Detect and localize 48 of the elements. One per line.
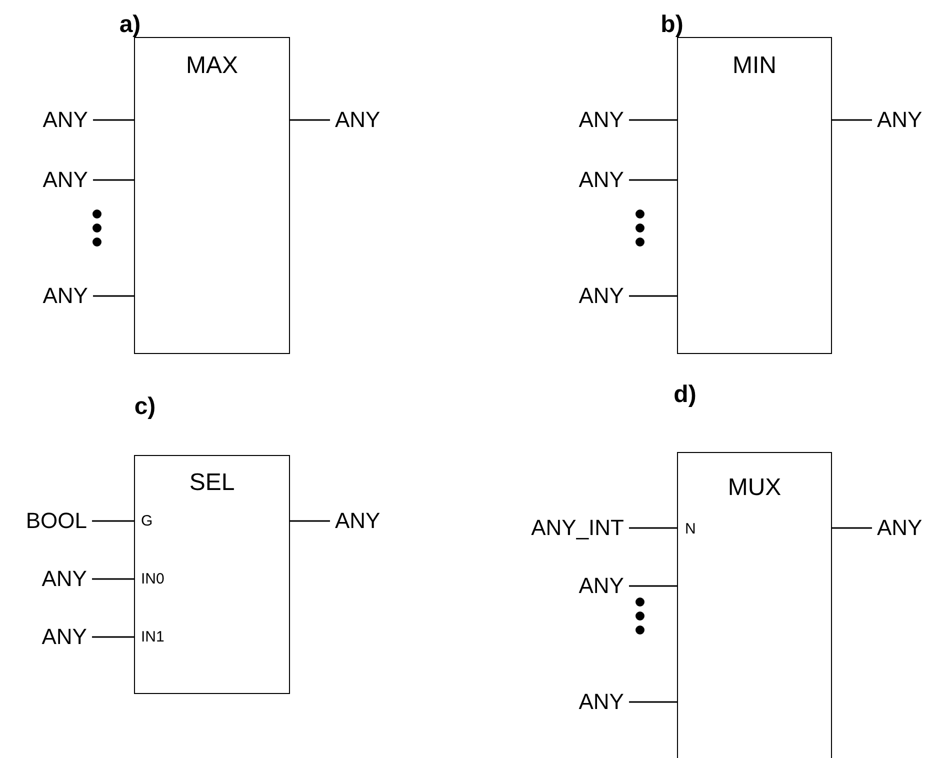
block-title: SEL — [188, 469, 236, 497]
signal-type: ANY — [335, 510, 380, 532]
function-block — [134, 37, 290, 354]
connector-line — [290, 119, 330, 121]
block-title: MUX — [726, 474, 782, 502]
block-title: MIN — [732, 52, 778, 80]
pin-name: N — [685, 522, 696, 536]
function-block — [134, 455, 290, 694]
connector-line — [92, 578, 134, 580]
connector-line — [290, 520, 330, 522]
connector-line — [629, 527, 677, 529]
pin-name: IN1 — [141, 630, 164, 644]
signal-type: ANY — [42, 285, 88, 307]
connector-line — [92, 636, 134, 638]
pin-name: G — [141, 514, 153, 528]
signal-type: ANY — [578, 109, 624, 131]
signal-type: ANY — [578, 169, 624, 191]
connector-line — [629, 179, 677, 181]
connector-line — [629, 295, 677, 297]
signal-type: BOOL — [26, 510, 87, 532]
panel-label: c) — [134, 395, 156, 419]
connector-line — [93, 119, 134, 121]
signal-type: ANY — [42, 626, 87, 648]
signal-type: ANY — [877, 517, 922, 539]
signal-type: ANY_INT — [531, 517, 624, 539]
signal-type: ANY — [877, 109, 922, 131]
function-block — [677, 37, 832, 354]
panel-label: a) — [119, 13, 141, 37]
signal-type: ANY — [42, 169, 88, 191]
connector-line — [832, 119, 872, 121]
signal-type: ANY — [578, 575, 624, 597]
panel-label: d) — [674, 383, 696, 407]
connector-line — [832, 527, 872, 529]
connector-line — [92, 520, 134, 522]
signal-type: ANY — [578, 691, 624, 713]
connector-line — [629, 119, 677, 121]
connector-line — [629, 701, 677, 703]
signal-type: ANY — [335, 109, 380, 131]
signal-type: ANY — [42, 568, 87, 590]
panel-label: b) — [660, 13, 684, 37]
function-block — [677, 452, 832, 758]
block-title: MAX — [184, 52, 239, 80]
signal-type: ANY — [578, 285, 624, 307]
pin-name: IN0 — [141, 572, 164, 586]
connector-line — [93, 179, 134, 181]
connector-line — [629, 585, 677, 587]
connector-line — [93, 295, 134, 297]
signal-type: ANY — [42, 109, 88, 131]
